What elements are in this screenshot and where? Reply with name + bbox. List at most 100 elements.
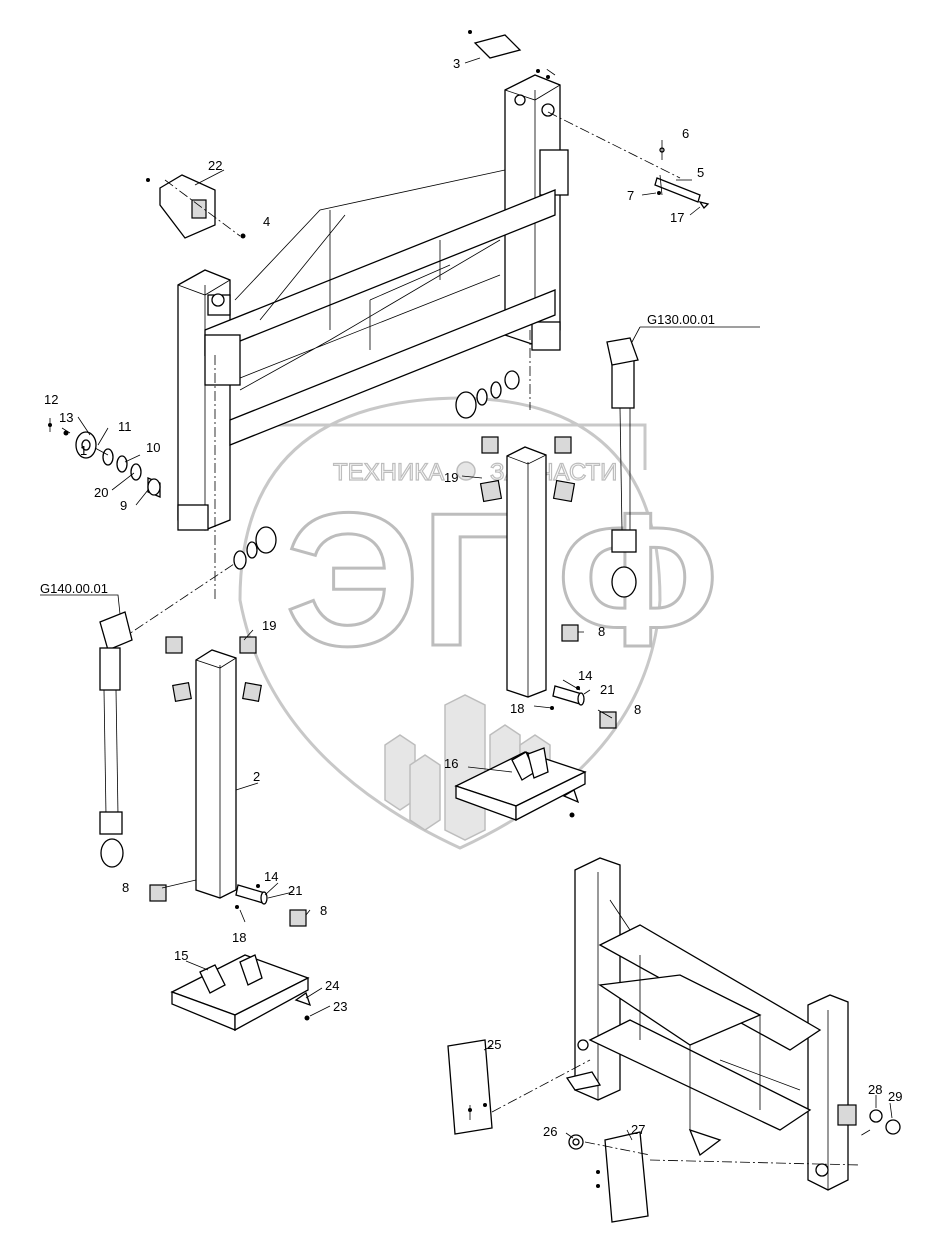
left-pivot-assembly xyxy=(48,370,520,570)
callout-14-right: 14 xyxy=(578,668,592,683)
callout-11: 11 xyxy=(118,419,132,434)
cylinder-g140-eye xyxy=(100,838,124,868)
watermark-frame xyxy=(278,423,647,470)
frame-left-bracket xyxy=(204,334,241,386)
watermark-shield xyxy=(238,396,662,850)
frame-right-hole xyxy=(541,103,555,117)
washer-7 xyxy=(657,191,661,195)
bolt-4 xyxy=(240,233,246,239)
flange-right xyxy=(455,391,477,419)
ring-20 xyxy=(130,463,142,481)
callout-21-right: 21 xyxy=(600,682,614,697)
post-right-body xyxy=(506,446,547,698)
pad-19-right-2 xyxy=(554,436,572,454)
callouts: 3 22 4 6 5 7 17 12 13 11 10 1 20 9 G140.… xyxy=(40,56,902,1139)
pad-19-right-4 xyxy=(552,479,576,503)
flange-mid xyxy=(255,526,277,554)
cover-25 xyxy=(447,1039,493,1135)
cylinder-g130-head xyxy=(606,337,639,366)
assembly-overview xyxy=(447,857,901,1223)
cylinder-g140-head xyxy=(99,611,133,651)
base-plate-15 xyxy=(170,954,312,1032)
callout-28: 28 xyxy=(868,1082,882,1097)
callout-21-left: 21 xyxy=(288,883,302,898)
nipple-21-left xyxy=(256,884,260,888)
pad-8-right-2 xyxy=(599,711,617,729)
callout-9: 9 xyxy=(120,498,127,513)
cylinder-g130-eye xyxy=(611,566,637,598)
callout-3: 3 xyxy=(453,56,460,71)
pad-8-right-1 xyxy=(561,624,579,642)
bracket-22 xyxy=(159,174,216,239)
callout-18-right: 18 xyxy=(510,701,524,716)
callout-26: 26 xyxy=(543,1124,557,1139)
pad-19-left-3 xyxy=(172,682,192,702)
callout-18-left: 18 xyxy=(232,930,246,945)
cylinder-g140-rod-end xyxy=(99,811,123,835)
pad-19-left-1 xyxy=(165,636,183,654)
callout-29: 29 xyxy=(888,1089,902,1104)
callout-2: 2 xyxy=(253,769,260,784)
watermark-logo: ЭПФ xyxy=(285,474,719,686)
ring-1 xyxy=(102,448,114,466)
callout-15: 15 xyxy=(174,948,188,963)
cylinder-g140-barrel-top xyxy=(99,647,121,691)
callout-7: 7 xyxy=(627,188,634,203)
pad-19-left-2 xyxy=(239,636,257,654)
overview-bottom-beam xyxy=(588,1019,812,1131)
watermark-gear-icon xyxy=(456,461,476,481)
cover-3 xyxy=(473,34,522,59)
callout-22: 22 xyxy=(208,158,222,173)
post-2 xyxy=(149,636,307,927)
callout-20: 20 xyxy=(94,485,108,500)
callout-16: 16 xyxy=(444,756,458,771)
cylinder-g140 xyxy=(99,611,133,868)
bolt-17 xyxy=(698,200,710,210)
pad-19-right-3 xyxy=(479,479,503,503)
frame-left-hole xyxy=(211,293,225,307)
cylinder-g130 xyxy=(606,337,639,598)
pin-5 xyxy=(654,177,701,203)
clevis-15 xyxy=(199,964,226,994)
callout-10: 10 xyxy=(146,440,160,455)
ref-g130: G130.00.01 xyxy=(647,312,715,327)
cover-27 xyxy=(604,1131,649,1223)
frame-right-bracket xyxy=(539,149,569,196)
callout-24: 24 xyxy=(325,978,339,993)
cylinder-g130-barrel-top xyxy=(611,357,635,409)
callout-8-right-2: 8 xyxy=(634,702,641,717)
pad-19-right-1 xyxy=(481,436,499,454)
ref-g140: G140.00.01 xyxy=(40,581,108,596)
callout-8-left-1: 8 xyxy=(122,880,129,895)
frame-left-foot xyxy=(177,504,209,531)
pad-8-left-2 xyxy=(289,909,307,927)
ring-10 xyxy=(116,455,128,473)
pad-19-left-4 xyxy=(242,682,262,702)
callout-8-right-1: 8 xyxy=(598,624,605,639)
callout-19-right: 19 xyxy=(444,470,458,485)
callout-23: 23 xyxy=(333,999,347,1014)
leader-lines xyxy=(40,57,893,1141)
callout-4: 4 xyxy=(263,214,270,229)
watermark-text-left: ТЕХНИКА xyxy=(333,459,444,486)
callout-25: 25 xyxy=(487,1037,501,1052)
frame-right-foot xyxy=(531,321,561,351)
overview-left-upright xyxy=(574,857,621,1101)
callout-13: 13 xyxy=(59,410,73,425)
bolt-18-left xyxy=(235,905,239,909)
washer-28 xyxy=(869,1109,883,1123)
callout-14-left: 14 xyxy=(264,869,278,884)
post-right xyxy=(479,436,617,729)
callout-19-left: 19 xyxy=(262,618,276,633)
callout-6: 6 xyxy=(682,126,689,141)
callout-12: 12 xyxy=(44,392,58,407)
nut-29 xyxy=(885,1119,901,1135)
callout-8-left-2: 8 xyxy=(320,903,327,918)
post-2-body xyxy=(195,649,237,899)
main-frame xyxy=(119,30,710,641)
clip-24 xyxy=(294,991,312,1007)
callout-17: 17 xyxy=(670,210,684,225)
pad-8-left-1 xyxy=(149,884,167,902)
